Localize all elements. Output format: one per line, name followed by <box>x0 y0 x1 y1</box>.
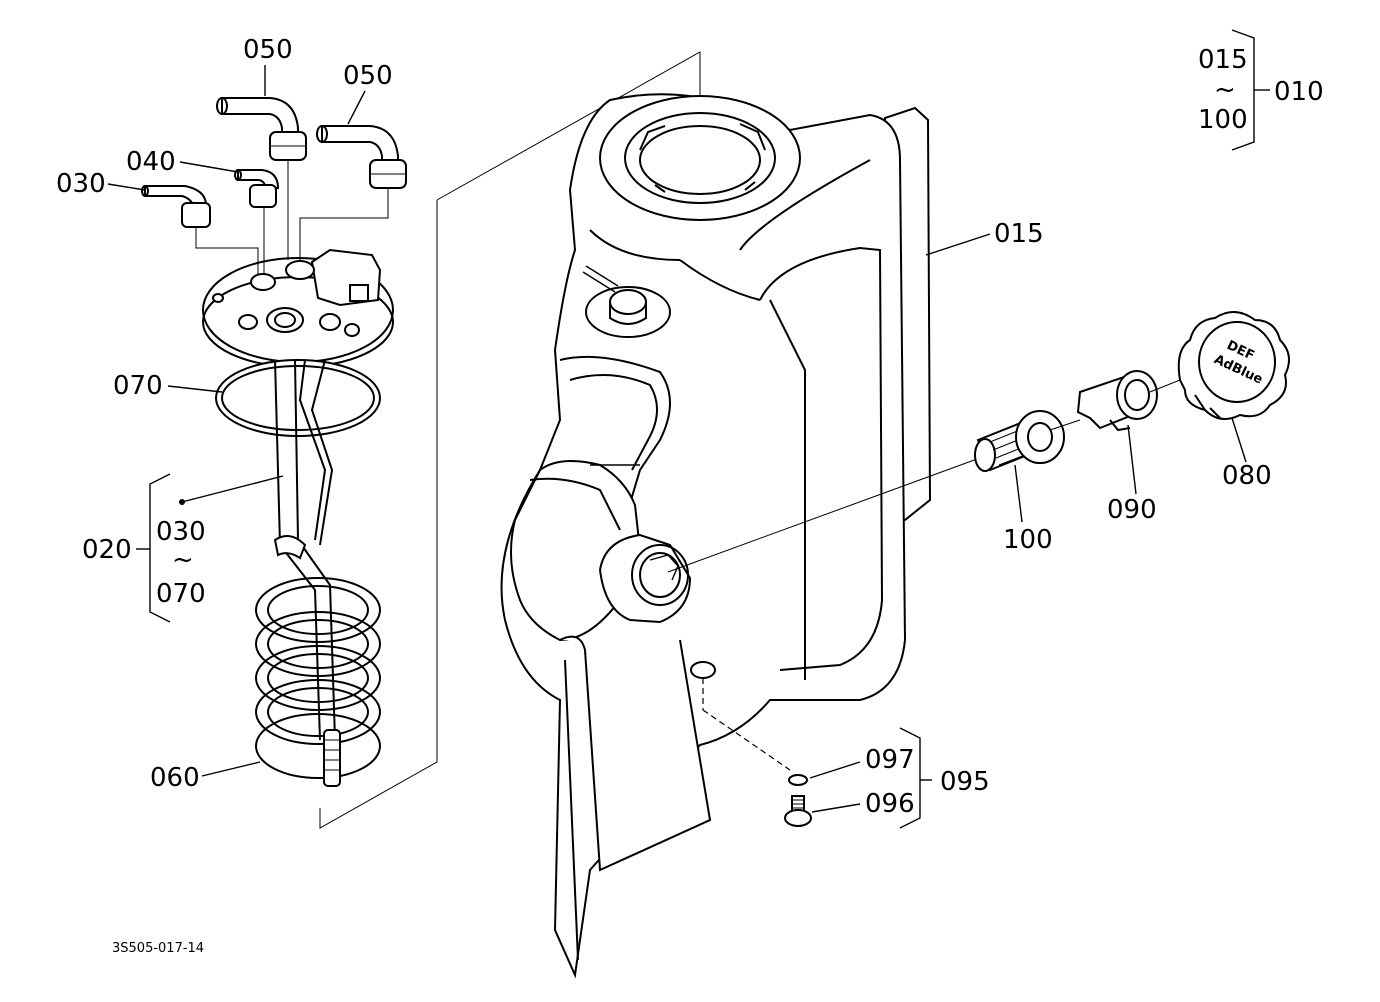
bracket-010 <box>1231 29 1270 151</box>
sender-unit <box>202 248 394 787</box>
leader-dot-020 <box>179 499 185 505</box>
def-cap: DEF AdBlue <box>1177 311 1290 420</box>
strainer <box>974 410 1065 472</box>
label-030: 030 <box>56 169 106 199</box>
drawing-code: 3S505-017-14 <box>112 941 204 956</box>
label-090: 090 <box>1107 495 1157 525</box>
hose-040 <box>234 169 280 208</box>
label-020: 020 <box>82 535 132 565</box>
bracket-095 <box>899 727 932 829</box>
label-040: 040 <box>126 147 176 177</box>
hose-connectors <box>195 160 389 275</box>
label-020-range-start: 030 <box>156 517 206 547</box>
label-096: 096 <box>865 789 915 819</box>
label-015-top: 015 <box>1198 45 1248 75</box>
hose-050a <box>216 97 307 161</box>
label-020-range-end: 070 <box>156 579 206 609</box>
label-020-range-tilde: ~ <box>172 545 194 575</box>
bracket-020 <box>136 473 171 623</box>
def-tank <box>500 93 932 979</box>
leader-neck-strainer <box>667 454 989 573</box>
label-050-a: 050 <box>243 35 293 65</box>
drain-bolt <box>784 774 812 827</box>
label-100-top: 100 <box>1198 105 1248 135</box>
label-015: 015 <box>994 219 1044 249</box>
labels: 050 050 040 030 070 020 030 ~ 070 060 01… <box>56 35 1324 956</box>
label-010-tilde: ~ <box>1214 75 1236 105</box>
filler-adapter <box>1076 370 1158 432</box>
label-095: 095 <box>940 767 990 797</box>
hose-030 <box>141 185 211 228</box>
label-050-b: 050 <box>343 61 393 91</box>
label-097: 097 <box>865 745 915 775</box>
label-080: 080 <box>1222 461 1272 491</box>
hose-050b <box>316 125 407 189</box>
label-060: 060 <box>150 763 200 793</box>
label-010: 010 <box>1274 77 1324 107</box>
leader-lines <box>107 65 1247 777</box>
label-070: 070 <box>113 371 163 401</box>
label-100: 100 <box>1003 525 1053 555</box>
